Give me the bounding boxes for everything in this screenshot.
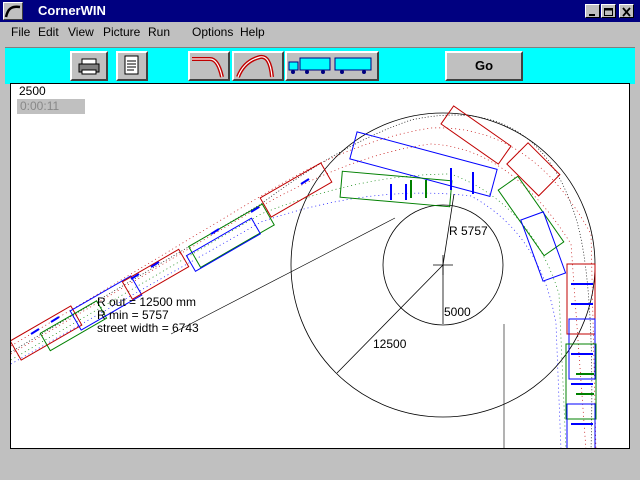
menu-options[interactable]: Options [192, 25, 234, 39]
radius-5757-line [442, 193, 455, 266]
tractor-path [11, 192, 562, 448]
menu-file[interactable]: File [11, 25, 31, 39]
vehicle-train-approach [11, 162, 333, 361]
inner-wheel-path [11, 173, 567, 448]
menu-help[interactable]: Help [240, 25, 265, 39]
truck-trailer-button[interactable] [285, 51, 379, 81]
r-min-text: R min = 5757 [97, 308, 169, 322]
vehicle-train-curve [339, 105, 597, 448]
value-display: 2500 [19, 84, 46, 98]
document-icon [124, 55, 139, 75]
menu-edit[interactable]: Edit [38, 25, 59, 39]
radius-12500-line [336, 264, 444, 374]
radius-12500-label: 12500 [373, 337, 407, 351]
turning-diagram: R out = 12500 mm R min = 5757 street wid… [11, 105, 597, 448]
app-icon[interactable] [3, 2, 23, 20]
corner-path-button[interactable] [188, 51, 230, 81]
go-button[interactable]: Go [445, 51, 523, 81]
r-out-text: R out = 12500 mm [97, 295, 196, 309]
curve-path-icon [236, 54, 274, 78]
menu-run[interactable]: Run [148, 25, 171, 39]
toolbar: Go [5, 47, 635, 84]
close-button[interactable] [619, 4, 634, 18]
inner-radius-circle [382, 204, 504, 326]
menu-picture[interactable]: Picture [103, 25, 141, 39]
radius-5757-label: R 5757 [449, 224, 488, 238]
guide-line-left [170, 217, 396, 335]
menu-bar: File Edit View Picture Run Options Help [0, 22, 640, 42]
go-label: Go [474, 58, 494, 73]
outer-wheel-path [11, 127, 597, 448]
document-button[interactable] [116, 51, 148, 81]
curve-path-button[interactable] [232, 51, 284, 81]
middle-wheel-path [11, 143, 587, 448]
minimize-button[interactable] [585, 4, 600, 18]
window-title: CornerWIN [38, 3, 106, 18]
elapsed-timer: 0:00:11 [17, 99, 85, 114]
maximize-button[interactable] [601, 4, 616, 18]
status-bar [0, 452, 640, 480]
outer-envelope-path [11, 114, 593, 448]
corner-path-icon [192, 57, 224, 78]
printer-icon [78, 58, 100, 75]
radius-5000-label: 5000 [444, 305, 471, 319]
print-button[interactable] [70, 51, 108, 81]
menu-view[interactable]: View [68, 25, 94, 39]
drawing-canvas[interactable]: 2500 0:00:11 [10, 83, 630, 449]
street-width-text: street width = 6743 [97, 321, 199, 335]
title-bar[interactable]: CornerWIN [0, 0, 640, 22]
truck-trailer-icon [288, 57, 372, 74]
